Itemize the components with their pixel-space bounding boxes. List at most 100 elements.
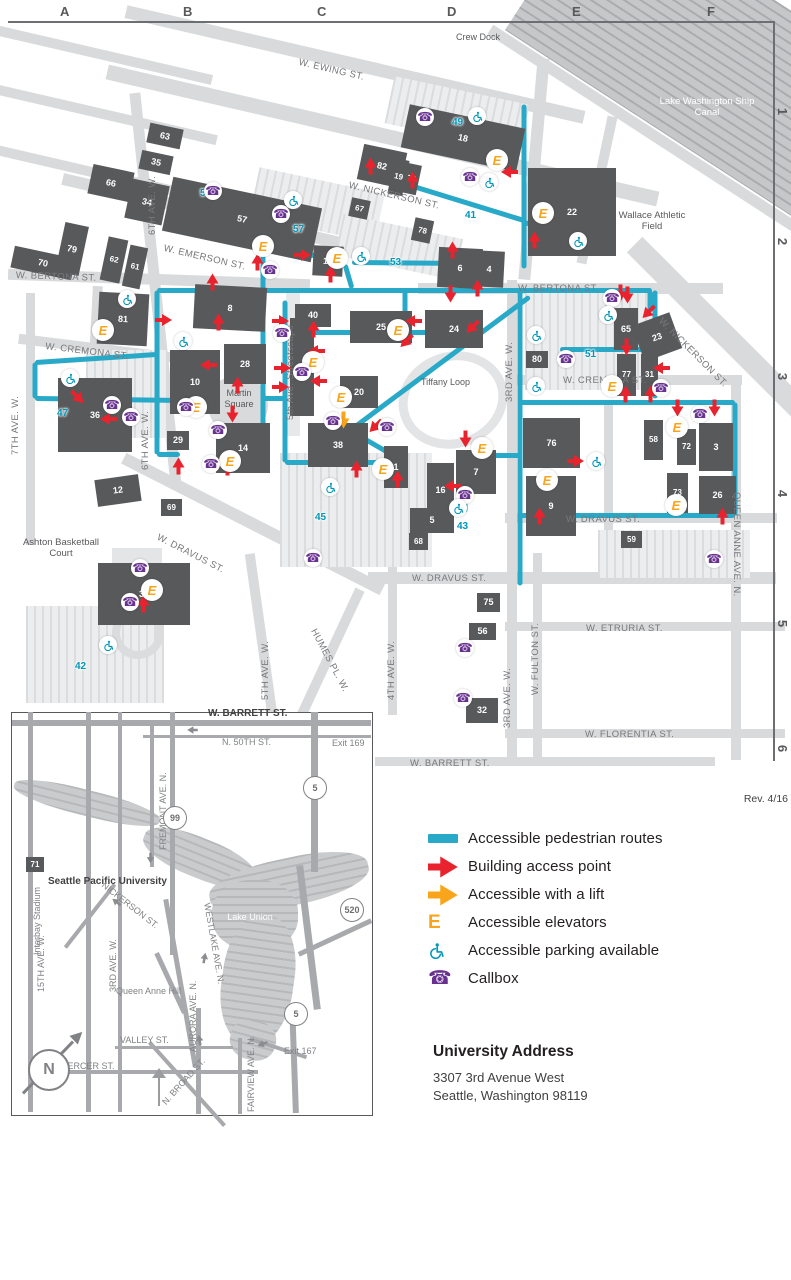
building-access-arrow — [446, 241, 459, 259]
elevator-e-icon: E — [542, 472, 552, 488]
elevator-e-icon: E — [607, 378, 617, 394]
grid-column-label: C — [317, 4, 327, 19]
building: 8 — [192, 284, 268, 332]
accessible-parking-marker — [449, 499, 467, 517]
building-number: 81 — [117, 313, 129, 324]
street-label: 5TH AVE. W. — [260, 640, 271, 700]
street-label: W. FLORENTIA ST. — [585, 729, 675, 740]
accessible-parking-marker — [587, 452, 605, 470]
building-number: 40 — [307, 310, 318, 320]
building-number: 58 — [649, 435, 658, 444]
inset-label: N. 50TH ST. — [222, 737, 272, 747]
grid-row-label: 2 — [775, 237, 791, 246]
callbox-marker: ☎ — [603, 289, 621, 307]
building-access-arrow — [708, 399, 721, 417]
building-number: 36 — [89, 409, 100, 420]
parking-lot-number: 57 — [293, 224, 305, 235]
elevator-e-icon: E — [538, 205, 548, 221]
elevator-marker: E — [486, 149, 508, 171]
building: 3 — [699, 423, 733, 471]
building-number: 57 — [236, 213, 249, 225]
street-label: 7TH AVE. W. — [10, 395, 21, 455]
building-number: 69 — [167, 502, 176, 512]
inset-label: MERCER ST. — [60, 1061, 115, 1071]
building: 5 — [410, 508, 454, 533]
building-number: 70 — [37, 256, 50, 269]
street-segment — [533, 553, 542, 760]
elevator-marker: E — [387, 319, 409, 341]
building-number: 25 — [375, 321, 386, 332]
grid-row-label: 5 — [775, 619, 791, 628]
callbox-marker: ☎ — [691, 405, 709, 423]
building-access-arrow — [406, 171, 419, 189]
area-label: Ashton Basketball Court — [22, 537, 100, 560]
inset-road — [196, 1008, 201, 1114]
inset-road — [143, 735, 371, 738]
building-number: 66 — [105, 176, 118, 189]
building-number: 22 — [566, 206, 577, 217]
building: 68 — [409, 533, 428, 550]
elevator-e-icon: E — [477, 440, 487, 456]
building-access-arrow — [200, 359, 217, 371]
accessible-parking-marker — [61, 369, 79, 387]
accessible-route — [157, 451, 180, 457]
building-number: 8 — [227, 302, 233, 313]
building-number: 61 — [129, 261, 141, 272]
inset-label: Queen Anne Hill — [116, 986, 182, 996]
building-access-arrow — [272, 381, 289, 393]
building-access-arrow — [100, 413, 117, 425]
building-number: 18 — [457, 131, 470, 144]
building-number: 5 — [429, 515, 435, 525]
building-access-arrow — [172, 457, 185, 475]
callbox-phone-icon: ☎ — [455, 690, 471, 705]
building-access-arrow — [272, 315, 289, 327]
grid-column-label: D — [447, 4, 457, 19]
building: 69 — [161, 499, 182, 516]
street-label: W. BARRETT ST. — [410, 758, 490, 769]
inset-road — [28, 712, 33, 1112]
parking-lot-number: 45 — [315, 512, 327, 523]
building-access-arrow-icon — [428, 856, 468, 877]
accessible-parking-marker — [599, 306, 617, 324]
elevator-marker: E — [219, 450, 241, 472]
callbox-phone-icon: ☎ — [325, 413, 341, 428]
callbox-marker: ☎ — [131, 559, 149, 577]
building-number: 63 — [159, 129, 172, 142]
building: 24 — [425, 310, 483, 348]
accessible-parking-marker — [118, 290, 136, 308]
building-number: 80 — [531, 354, 542, 364]
building-number: 14 — [237, 442, 248, 453]
callbox-marker: ☎ — [461, 168, 479, 186]
building-number: 23 — [650, 330, 664, 343]
grid-row-label: 4 — [775, 489, 791, 498]
legend-item-lift: Accessible with a lift — [428, 884, 663, 905]
street-segment — [26, 293, 35, 545]
building-number: 7 — [473, 466, 479, 477]
elevator-marker: E — [532, 202, 554, 224]
building-number: 67 — [354, 202, 365, 214]
callbox-marker: ☎ — [652, 379, 670, 397]
callbox-phone-icon: ☎ — [653, 380, 669, 395]
building-access-arrow — [226, 405, 239, 423]
street-segment — [375, 757, 715, 766]
legend-label: Building access point — [468, 858, 612, 875]
elevator-marker: E — [326, 247, 348, 269]
callbox-marker: ☎ — [202, 455, 220, 473]
callbox-phone-icon: ☎ — [273, 206, 289, 221]
elevator-e-icon: E — [332, 250, 342, 266]
highway-shield: 99 — [163, 806, 187, 830]
callbox-phone-icon: ☎ — [104, 397, 120, 412]
space-needle-icon — [152, 1068, 166, 1078]
building-number: 59 — [627, 534, 636, 544]
callbox-marker: ☎ — [272, 205, 290, 223]
address-heading: University Address — [433, 1043, 574, 1060]
building-access-arrow — [653, 362, 670, 374]
inset-direction-arrow — [146, 852, 155, 864]
area-label: Crew Dock — [455, 32, 500, 42]
elevator-marker: E — [330, 386, 352, 408]
building: 28 — [224, 344, 266, 384]
accessible-parking-marker — [99, 636, 117, 654]
legend-label: Callbox — [468, 970, 519, 987]
callbox-phone-icon: ☎ — [123, 409, 139, 424]
